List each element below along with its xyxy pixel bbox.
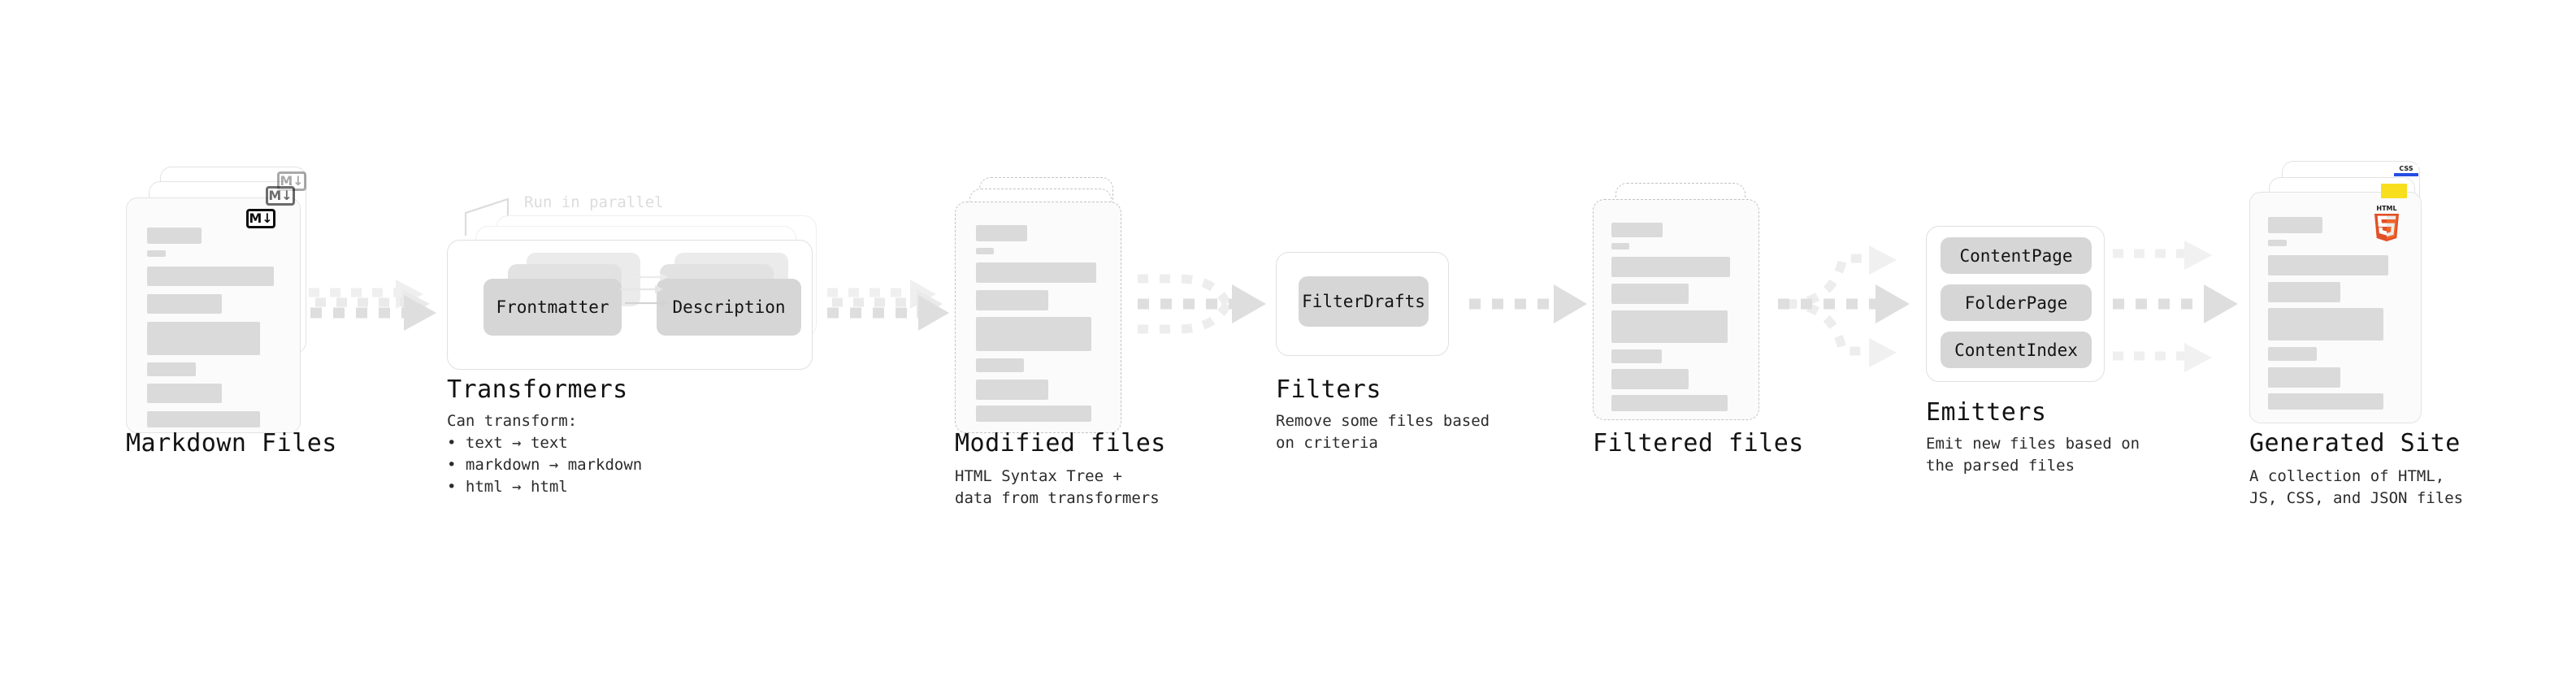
markdown-icon-mid: M↓: [266, 186, 295, 206]
stage-title-transformers: Transformers: [447, 375, 628, 404]
css-icon: CSS: [2394, 165, 2418, 176]
generated-site-illustration: CSS HTML: [2249, 161, 2452, 437]
filtered-doc-front: [1593, 199, 1759, 420]
stage-title-markdown-files: Markdown Files: [126, 429, 337, 458]
filters-illustration: FilterDrafts: [1276, 252, 1451, 358]
emitters-illustration: ContentPage FolderPage ContentIndex: [1926, 226, 2109, 384]
stage-subtitle-generated-site: A collection of HTML, JS, CSS, and JSON …: [2249, 467, 2464, 507]
arrow-filters-to-filtered: [1469, 284, 1587, 323]
transformer-internal-arrows: [620, 273, 670, 307]
transformer-chip-description[interactable]: Description: [657, 279, 801, 336]
transformer-chip-frontmatter[interactable]: Frontmatter: [484, 279, 622, 336]
markdown-doc-front: [126, 197, 301, 433]
stage-subtitle-transformers: Can transform: • text → text • markdown …: [447, 412, 643, 496]
markdown-icon: M↓: [246, 209, 275, 228]
markdown-files-illustration: M↓ M↓ M↓: [126, 167, 321, 435]
stage-title-modified-files: Modified files: [955, 429, 1166, 458]
stage-title-emitters: Emitters: [1926, 398, 2047, 427]
emitters-chip-contentpage[interactable]: ContentPage: [1941, 237, 2092, 274]
emitters-chip-contentindex[interactable]: ContentIndex: [1941, 332, 2092, 368]
svg-text:HTML: HTML: [2376, 205, 2396, 212]
run-in-parallel-bracket: [464, 197, 510, 236]
stage-subtitle-filters: Remove some files based on criteria: [1276, 412, 1490, 452]
arrow-markdown-to-transformers: [309, 280, 436, 331]
filtered-files-illustration: [1593, 183, 1780, 443]
stage-subtitle-emitters: Emit new files based on the parsed files: [1926, 435, 2140, 475]
stage-title-filters: Filters: [1276, 375, 1381, 404]
modified-files-illustration: [955, 177, 1142, 437]
stage-title-filtered-files: Filtered files: [1593, 429, 1804, 458]
run-in-parallel-label: Run in parallel: [524, 193, 664, 211]
arrow-emitters-to-site: [2113, 241, 2238, 372]
arrow-transformers-to-modified: [827, 280, 949, 331]
javascript-icon: [2381, 184, 2407, 198]
stage-title-generated-site: Generated Site: [2249, 429, 2461, 458]
html5-icon: HTML: [2370, 203, 2404, 242]
transformers-illustration: Frontmatter Description: [447, 215, 837, 374]
modified-doc-front: [955, 202, 1121, 433]
emitters-chip-folderpage[interactable]: FolderPage: [1941, 284, 2092, 321]
filters-chip-filterdrafts[interactable]: FilterDrafts: [1299, 276, 1429, 327]
arrow-modified-to-filters: [1138, 274, 1266, 334]
arrow-filtered-to-emitters: [1778, 245, 1910, 367]
stage-subtitle-modified-files: HTML Syntax Tree + data from transformer…: [955, 467, 1160, 507]
